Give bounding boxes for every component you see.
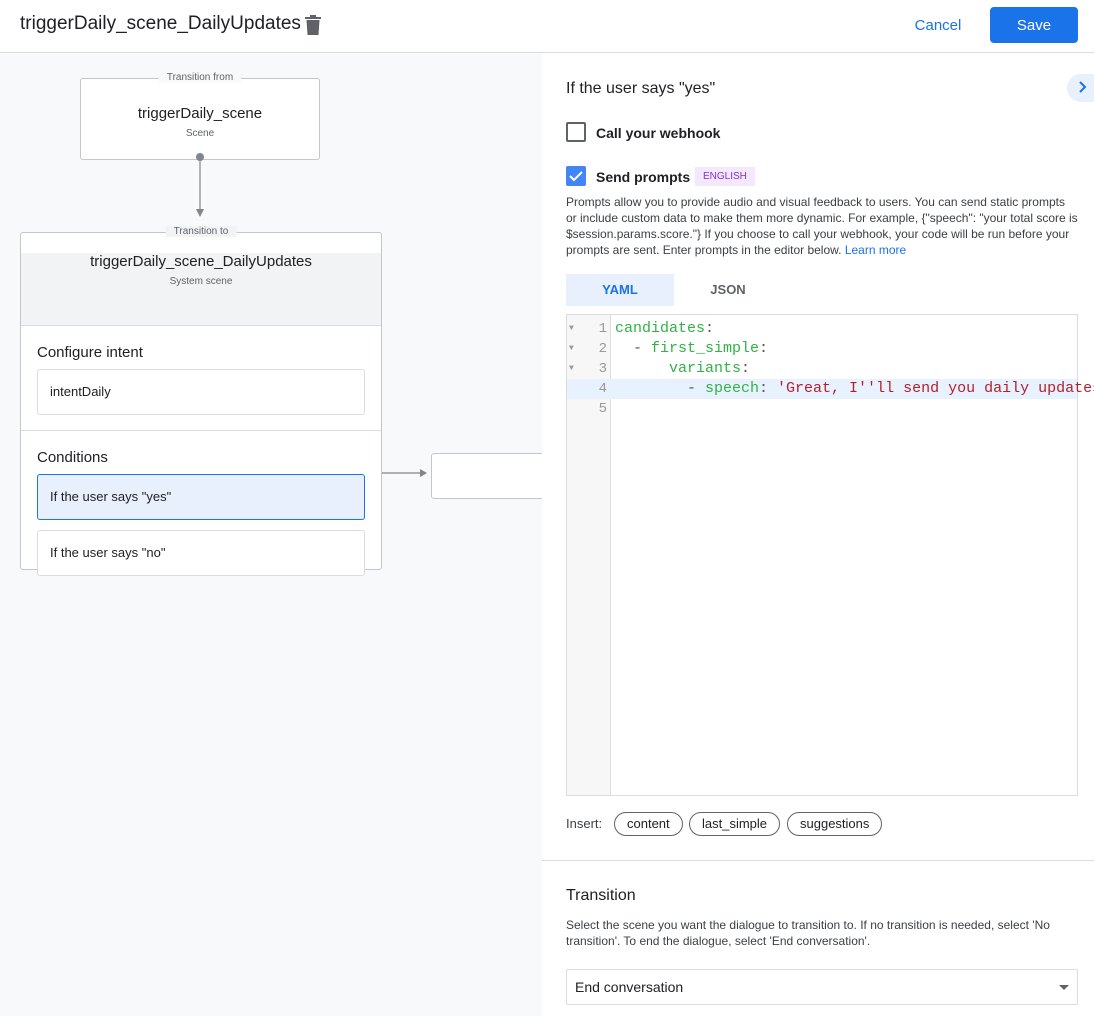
tab-json[interactable]: JSON (710, 282, 746, 297)
legend: Transition from (158, 72, 242, 83)
webhook-label: Call your webhook (596, 125, 721, 141)
scene-name: triggerDaily_scene (137, 105, 263, 122)
insert-content-chip[interactable]: content (614, 812, 683, 836)
trash-icon[interactable] (304, 15, 322, 35)
scene-type: System scene (169, 276, 233, 287)
transition-description: Select the scene you want the dialogue t… (566, 918, 1050, 948)
scene-name: triggerDaily_scene_DailyUpdates (90, 253, 312, 270)
code-line: 4 - speech: 'Great, I''ll send you daily… (567, 379, 1094, 399)
target-scene-node[interactable] (431, 453, 542, 499)
language-badge: ENGLISH (695, 167, 755, 186)
flow-canvas: Transition from triggerDaily_scene Scene… (0, 54, 542, 1016)
learn-more-link[interactable]: Learn more (844, 243, 907, 257)
header: triggerDaily_scene_DailyUpdates Cancel S… (0, 0, 1094, 53)
dropdown-arrow-icon (1059, 985, 1069, 990)
legend: Transition to (165, 226, 237, 237)
transition-select[interactable]: End conversation (566, 969, 1078, 1005)
conditions-heading: Conditions (37, 449, 108, 466)
transition-heading: Transition (566, 887, 636, 904)
check-icon (569, 171, 583, 182)
condition-yes[interactable]: If the user says "yes" (37, 474, 365, 520)
intent-item[interactable]: intentDaily (37, 369, 365, 415)
panel-heading: If the user says "yes" (566, 80, 716, 97)
fold-icon[interactable]: ▼ (569, 324, 574, 333)
condition-no[interactable]: If the user says "no" (37, 530, 365, 576)
insert-suggestions-chip[interactable]: suggestions (787, 812, 883, 836)
cancel-button[interactable]: Cancel (902, 8, 974, 42)
chevron-right-icon[interactable] (1067, 74, 1094, 102)
selected-value: End conversation (575, 979, 684, 995)
prompts-label: Send prompts (596, 169, 691, 185)
insert-label: Insert: (566, 816, 603, 831)
fold-icon[interactable]: ▼ (569, 344, 574, 353)
code-line: ▼3 variants: (569, 360, 751, 377)
webhook-checkbox[interactable] (566, 122, 586, 142)
code-line: ▼2 - first_simple: (569, 340, 769, 357)
transition-to-node: Transition to triggerDaily_scene_DailyUp… (20, 226, 382, 576)
prompts-checkbox[interactable] (566, 166, 586, 186)
transition-from-node[interactable]: Transition from triggerDaily_scene Scene (80, 72, 320, 160)
scene-type: Scene (185, 128, 215, 139)
prompts-description: Prompts allow you to provide audio and v… (566, 194, 1078, 258)
page-title: triggerDaily_scene_DailyUpdates (20, 13, 301, 34)
configure-intent-heading: Configure intent (37, 344, 143, 361)
code-line: 5 (598, 401, 607, 417)
description-text: Prompts allow you to provide audio and v… (566, 195, 1078, 257)
save-button[interactable]: Save (990, 7, 1078, 43)
insert-last-simple-chip[interactable]: last_simple (689, 812, 781, 836)
divider (542, 860, 1094, 861)
tab-yaml[interactable]: YAML (566, 274, 674, 306)
fold-icon[interactable]: ▼ (569, 364, 574, 373)
